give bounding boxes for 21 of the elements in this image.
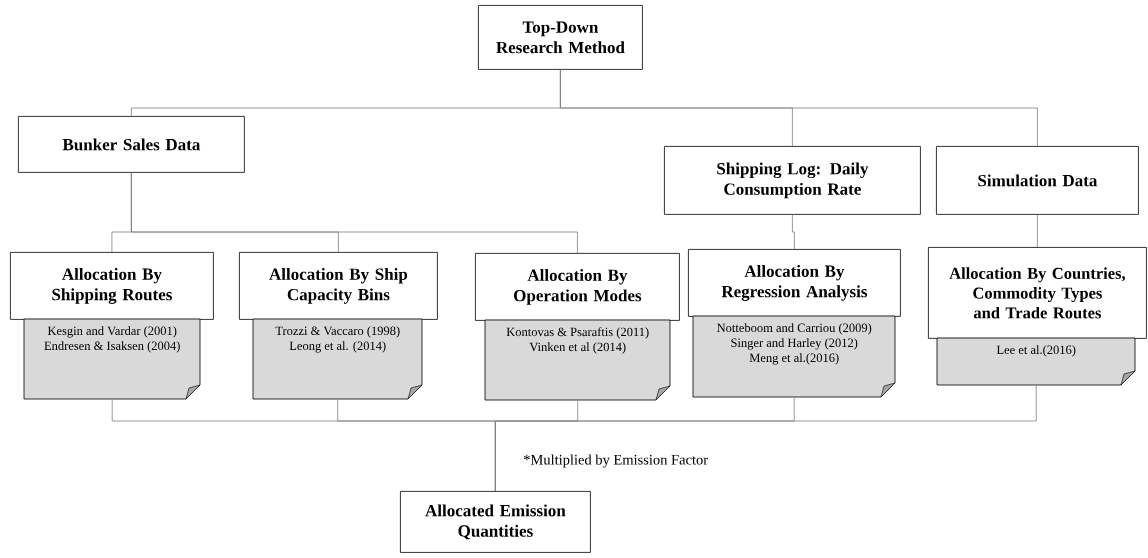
connector-line	[1037, 214, 1038, 248]
heading-box: Allocation By Countries, Commodity Types and Trade Routes	[928, 247, 1147, 339]
heading-box: Bunker Sales Data	[18, 116, 245, 173]
note-text: *Multiplied by Emission Factor	[523, 454, 708, 468]
connector-line	[560, 69, 1038, 147]
heading-box: Simulation Data	[936, 146, 1139, 215]
heading-box: Allocation By Regression Analysis	[688, 249, 901, 317]
note-card: Kontovas & Psaraftis (2011) Vinken et al (2014)	[484, 319, 671, 401]
heading-box: Allocation By Ship Capacity Bins	[239, 252, 438, 320]
heading-box: Top-Down Research Method	[478, 5, 643, 70]
note-card: Notteboom and Carriou (2009) Singer and Harley (2012) Meng et al.(2016)	[692, 315, 896, 398]
connector-line	[131, 172, 578, 254]
heading-box: Shipping Log: Daily Consumption Rate	[664, 146, 921, 215]
heading-box: Allocation By Shipping Routes	[10, 252, 214, 320]
note-card: Trozzi & Vaccaro (1998) Leong et al. (2014)	[252, 318, 423, 400]
note-card: Lee et al.(2016)	[936, 337, 1136, 386]
heading-box: Allocation By Operation Modes	[475, 253, 680, 321]
heading-box: Allocated Emission Quantities	[400, 491, 591, 553]
connector-line	[495, 385, 1037, 492]
note-card: Kesgin and Vardar (2001) Endresen & Isaksen (2004)	[23, 318, 201, 400]
connector-line	[792, 214, 795, 250]
